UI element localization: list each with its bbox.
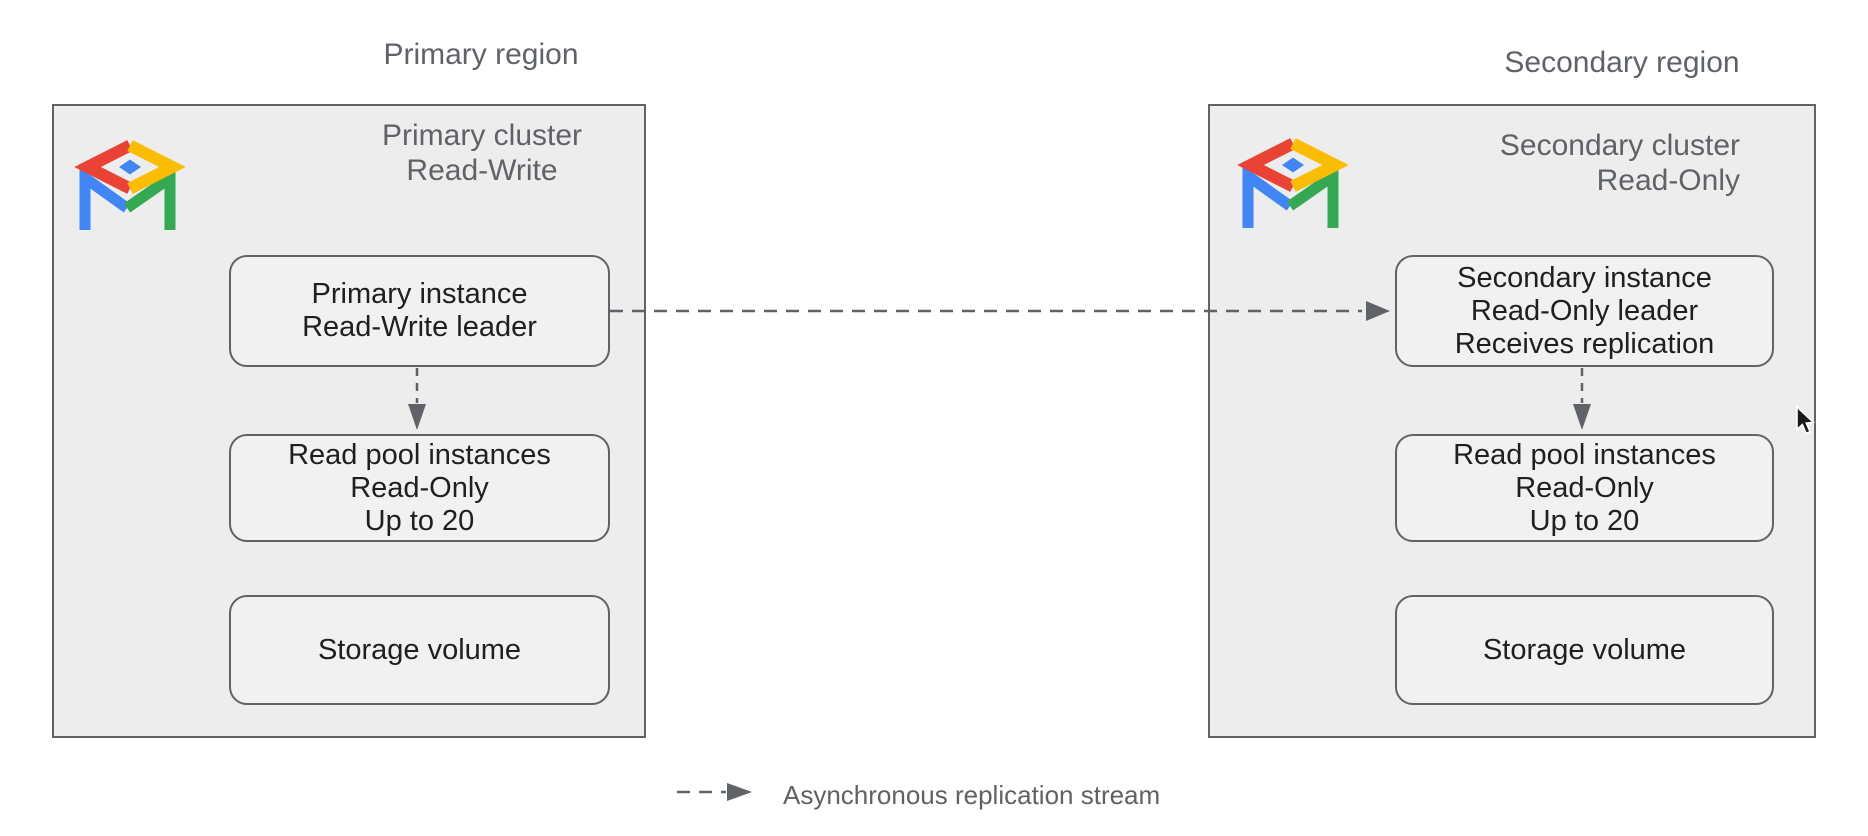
- legend-arrow-sample: [677, 783, 752, 801]
- primary-region-label: Primary region: [383, 38, 579, 71]
- secondary-instance-node: Secondary instance Read-Only leader Rece…: [1395, 255, 1774, 367]
- node-label-line: Read-Only: [350, 471, 489, 504]
- secondary-region-label: Secondary region: [1504, 46, 1740, 79]
- node-label-line: Up to 20: [364, 504, 475, 537]
- cluster-title-line: Primary cluster: [381, 119, 583, 152]
- cluster-title-line: Read-Only: [1596, 164, 1740, 197]
- secondary-storage-node: Storage volume: [1395, 595, 1774, 705]
- secondary-read-pool-node: Read pool instances Read-Only Up to 20: [1395, 434, 1774, 542]
- node-label-line: Read-Only leader: [1470, 294, 1699, 327]
- node-label-line: Storage volume: [317, 633, 522, 666]
- primary-cluster-box: Primary cluster Read-Write Primary insta…: [52, 104, 646, 738]
- node-label-line: Storage volume: [1482, 633, 1687, 666]
- alloydb-icon: [1237, 138, 1349, 228]
- alloydb-icon: [74, 140, 186, 230]
- primary-cluster-title: Primary cluster Read-Write: [282, 118, 682, 188]
- node-label-line: Read-Only: [1515, 471, 1654, 504]
- secondary-cluster-title: Secondary cluster Read-Only: [1340, 128, 1740, 198]
- primary-instance-node: Primary instance Read-Write leader: [229, 255, 610, 367]
- node-label-line: Read-Write leader: [302, 311, 537, 343]
- node-label-line: Secondary instance: [1457, 261, 1712, 294]
- primary-read-pool-node: Read pool instances Read-Only Up to 20: [229, 434, 610, 542]
- node-label-line: Primary instance: [311, 278, 528, 310]
- secondary-cluster-box: Secondary cluster Read-Only Secondary in…: [1208, 104, 1816, 738]
- arrowhead-icon: [727, 783, 752, 801]
- legend-label: Asynchronous replication stream: [783, 780, 1161, 810]
- node-label-line: Read pool instances: [1453, 438, 1716, 471]
- cluster-title-line: Secondary cluster: [1499, 129, 1740, 162]
- primary-storage-node: Storage volume: [229, 595, 610, 705]
- node-label-line: Up to 20: [1529, 504, 1640, 537]
- cluster-title-line: Read-Write: [406, 154, 558, 187]
- node-label-line: Read pool instances: [288, 438, 551, 471]
- node-label-line: Receives replication: [1454, 327, 1715, 360]
